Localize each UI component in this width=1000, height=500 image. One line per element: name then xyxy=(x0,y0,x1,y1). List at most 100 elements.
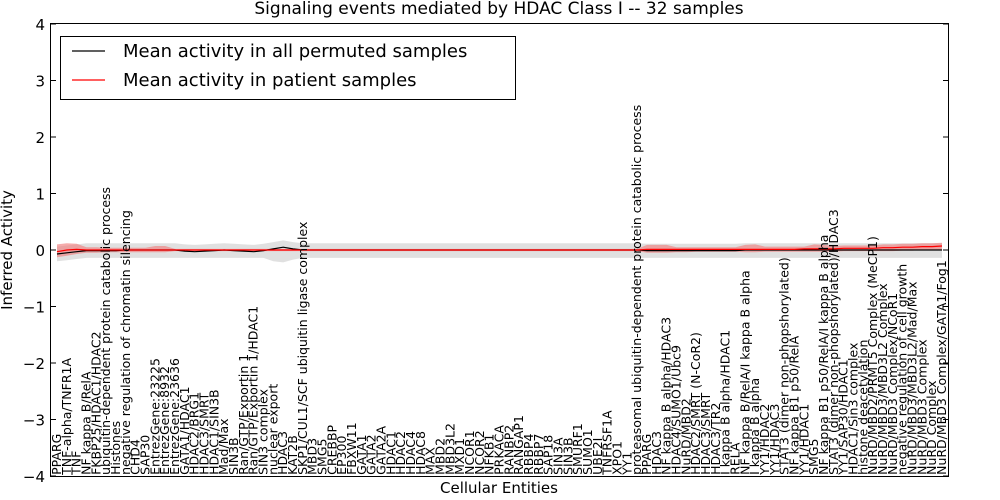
x-tick-label: RANBP2 xyxy=(501,425,516,475)
x-tick-label: SAP18 xyxy=(541,435,556,475)
x-tick-label: RBBP4 xyxy=(521,434,536,475)
x-tick-label: YY1/HDAC1 xyxy=(796,404,811,476)
x-tick-label: Ran/GTP/Exportin 1 xyxy=(236,354,251,475)
x-tick-label: HDAC1/SIN3B xyxy=(206,389,221,475)
x-tick-label: HDAC3/SMRT xyxy=(698,392,713,475)
x-tick-label: UBE2I xyxy=(590,438,605,475)
permuted-band xyxy=(57,240,942,263)
x-tick-label: KAT2B xyxy=(285,435,300,475)
x-tick-label: I kappa B alpha/HDAC1 xyxy=(718,330,733,475)
x-tick-label: HDAC4 xyxy=(403,431,418,475)
x-tick-label: NuRD/MBD3 Complex/GATA1/Fog1 xyxy=(934,260,949,475)
x-tick-label: HDAC1/Sin3 complex xyxy=(846,343,861,475)
x-tick-label: NuRD/MBD3 Complex xyxy=(914,339,929,475)
x-tick-label: HDAC8 xyxy=(413,431,428,475)
x-tick-label: NuRD/MBD2/PRMT5 Complex (MeCP1) xyxy=(865,236,880,475)
y-tick-label: 0 xyxy=(35,242,45,260)
x-tick-label: GATA1/HDAC1 xyxy=(177,386,192,474)
y-tick-label: 3 xyxy=(35,73,45,91)
legend-box xyxy=(60,36,516,100)
x-tick-label: Ran/GTP/Exportin 1/HDAC1 xyxy=(246,306,261,475)
x-tick-label: GATA2 xyxy=(364,434,379,474)
y-axis-label: Inferred Activity xyxy=(0,190,16,310)
x-tick-label: SMG5 xyxy=(315,439,330,475)
x-tick-label: EntrezGene:8932 xyxy=(157,366,172,475)
y-tick-label: 4 xyxy=(35,16,45,34)
x-tick-label: YY1/HDAC3 xyxy=(767,404,782,476)
x-tick-label: RANGAP1 xyxy=(511,415,526,475)
x-tick-label: ubiquitin-dependent protein catabolic pr… xyxy=(98,187,113,475)
x-tick-label: NuRD Complex xyxy=(924,381,939,475)
plot-frame xyxy=(50,23,949,477)
x-tick-label: NuRD/MBD3/MBD3L2 Complex xyxy=(875,283,890,475)
x-tick-label: PRKACA xyxy=(492,425,507,475)
x-tick-label: STAT3 (dimer non-phopshorylated) xyxy=(777,257,792,475)
x-tick-label: NFKB1 xyxy=(482,434,497,475)
x-tick-label: HDAC2/BRG1 xyxy=(187,392,202,475)
x-tick-label: EntrezGene:23225 xyxy=(147,358,162,475)
x-tick-label: GATA1 xyxy=(354,434,369,474)
x-tick-label: HDAC2 xyxy=(393,431,408,475)
x-tick-label: HDAC3/SMRT xyxy=(197,392,212,475)
x-tick-label: TNF xyxy=(69,451,84,476)
x-tick-label: PPARG xyxy=(49,434,64,475)
x-tick-label: histone deacetylation xyxy=(855,340,870,475)
x-tick-label: NF kappa B/RelA xyxy=(79,371,94,475)
series-lines xyxy=(56,245,943,255)
x-tick-label: Mad/Max xyxy=(216,418,231,474)
y-tick-label: −2 xyxy=(23,355,45,373)
x-tick-label: NF kappa B1 p50/RelA/I kappa B alpha xyxy=(816,235,831,475)
x-tick-label: RELA xyxy=(728,442,743,475)
x-tick-label: XPO1 xyxy=(610,441,625,475)
y-tick-label: −4 xyxy=(23,468,45,486)
x-tick-label: EP300 xyxy=(334,436,349,475)
x-tick-label: HDAC2/SMRT (N-CoR2) xyxy=(688,332,703,475)
x-tick-label: YY1/HDAC2 xyxy=(757,404,772,476)
x-tick-label: YY1/SAP30/HDAC1 xyxy=(836,359,851,476)
legend-label-patient: Mean activity in patient samples xyxy=(123,70,417,91)
x-tick-label: TNF-alpha/TNFR1A xyxy=(59,358,74,476)
x-tick-label: PPARG xyxy=(639,434,654,475)
x-axis-label: Cellular Entities xyxy=(440,479,558,497)
x-tick-label: NF kappa B1 p50/RelA xyxy=(787,335,802,475)
x-tick-label: Histones xyxy=(108,421,123,475)
x-tick-label: CREBBP xyxy=(324,424,339,474)
chart-title: Signaling events mediated by HDAC Class … xyxy=(254,0,743,19)
x-tick-label: SIN3A xyxy=(551,437,566,475)
x-tick-label: negative regulation of chromatin silenci… xyxy=(118,210,133,475)
x-tick-label: SIN3B xyxy=(560,437,575,475)
x-tick-label: FKBP25/HDAC1/HDAC2 xyxy=(88,331,103,474)
x-tick-label: NuRD/MBD2 xyxy=(678,398,693,475)
y-tick-label: −1 xyxy=(23,299,45,317)
x-tick-label: GATA2A xyxy=(374,425,389,474)
x-tick-label: HDAC3 xyxy=(275,431,290,475)
legend-label-permuted: Mean activity in all permuted samples xyxy=(123,41,467,62)
x-tick-label: MAX xyxy=(423,447,438,475)
x-tick-label: proteasomal ubiquitin-dependent protein … xyxy=(629,105,644,475)
x-tick-label: I kappa B alpha xyxy=(747,378,762,475)
x-tick-label: NCOR1 xyxy=(462,430,477,475)
x-tick-label: NF kappa B/RelA/I kappa B alpha xyxy=(737,270,752,475)
y-tick-label: 2 xyxy=(35,129,45,147)
y-tick-label: −3 xyxy=(23,412,45,430)
x-tick-label: MBD3 xyxy=(305,438,320,475)
x-tick-label: SIN3 complex xyxy=(256,389,271,475)
x-tick-label: HDAC1 xyxy=(383,431,398,475)
x-tick-label: SUMO1 xyxy=(580,429,595,475)
x-tick-label: MBD2 xyxy=(433,438,448,475)
x-tick-label: HDAC4/SUMO1/Ubc9 xyxy=(669,345,684,475)
x-tick-label: MBD3L2 xyxy=(442,423,457,475)
x-tick-label: NuRD/MBD3 Complex/NCoR1 xyxy=(885,293,900,475)
x-tick-label: FBXW11 xyxy=(344,422,359,475)
x-tick-label: negative regulation of cell growth xyxy=(895,264,910,475)
x-tick-label: SAP30 xyxy=(138,435,153,475)
x-tick-label: HDAC3 xyxy=(649,431,664,475)
x-tick-label: NCOR2 xyxy=(472,430,487,475)
x-tick-label: STAT3 (dimer non-phopshorylated)/HDAC3 xyxy=(826,209,841,475)
x-tick-label: YY1 xyxy=(619,452,634,476)
x-tick-label: SIN3B xyxy=(226,437,241,475)
x-tick-label: MXD1 xyxy=(452,438,467,475)
